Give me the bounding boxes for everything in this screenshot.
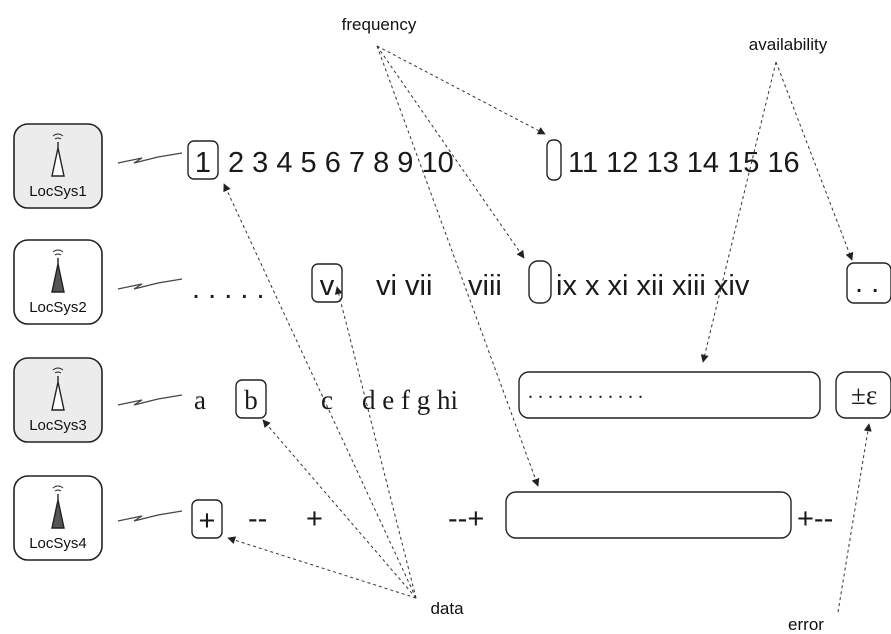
frequency-gap: [528, 260, 552, 304]
row3-defghi: d e f g hi: [362, 385, 458, 415]
data-arrow: [227, 536, 417, 599]
availability-arrow: [775, 61, 854, 261]
data-label: data: [430, 599, 464, 618]
data-highlight: [187, 140, 219, 180]
sequence-row-3: a b c d e f g hi . . . . . . . . . . . .…: [194, 371, 891, 419]
availability-arrows: [700, 61, 854, 363]
device-locsys1: LocSys1: [13, 123, 103, 209]
row2-vi-vii: vi vii: [376, 270, 432, 302]
row4-plus-dash: +--: [797, 503, 833, 535]
data-highlight: [311, 263, 343, 303]
antenna-icon: [51, 133, 65, 177]
device-locsys3: LocSys3: [13, 357, 103, 443]
sequence-row-4: + -- + --+ +--: [191, 491, 833, 539]
row4-dash: --: [248, 503, 267, 535]
device-label: LocSys1: [29, 183, 87, 200]
error-box: [835, 371, 891, 419]
frequency-label: frequency: [342, 15, 417, 34]
error-label: error: [788, 615, 824, 634]
antenna-icon: [51, 249, 65, 293]
device-label: LocSys4: [29, 535, 87, 552]
device-locsys2: LocSys2: [13, 239, 103, 325]
row2-viii: viii: [468, 270, 502, 302]
row3-c: c: [321, 385, 333, 415]
row2-dots: . . . . .: [192, 273, 265, 305]
frequency-arrow: [376, 45, 540, 487]
data-arrow: [223, 183, 417, 599]
frequency-arrow: [376, 45, 546, 135]
availability-arrow: [700, 61, 777, 363]
sequence-row-1: 1 2 3 4 5 6 7 8 9 10 11 12 13 14 15 16: [187, 139, 800, 181]
row1-middle: 2 3 4 5 6 7 8 9 10: [228, 147, 454, 179]
data-arrows: [223, 183, 417, 599]
availability-box: [846, 262, 891, 304]
signal-zigzag-icon: [117, 278, 183, 290]
frequency-arrow: [376, 45, 525, 259]
row4-plus-2: +: [306, 503, 323, 535]
row2-v: v: [320, 270, 335, 302]
device-locsys4: LocSys4: [13, 475, 103, 561]
availability-label: availability: [749, 35, 828, 54]
data-highlight: [191, 499, 223, 539]
error-arrows: [837, 423, 872, 613]
frequency-window: [505, 491, 792, 539]
row2-ix-xiv: ix x xi xii xiii xiv: [556, 270, 750, 302]
antenna-icon: [51, 367, 65, 411]
row2-trailing-dots: . .: [855, 267, 879, 299]
antenna-icon: [51, 485, 65, 529]
row3-available-dots: . . . . . . . . . . . .: [528, 381, 643, 403]
row3-epsilon: ±ε: [851, 380, 877, 410]
row3-b: b: [244, 385, 258, 415]
device-label: LocSys3: [29, 417, 87, 434]
frequency-gap: [546, 139, 562, 181]
signal-zigzag-icon: [117, 510, 183, 522]
row4-plus: +: [199, 505, 216, 537]
device-label: LocSys2: [29, 299, 87, 316]
signal-zigzag-icon: [117, 394, 183, 406]
row3-a: a: [194, 385, 206, 415]
data-highlight: [235, 379, 267, 419]
frequency-arrows: [376, 45, 546, 487]
sequence-row-2: . . . . . v vi vii viii ix x xi xii xiii…: [192, 260, 891, 305]
row1-end: 11 12 13 14 15 16: [568, 147, 800, 179]
row4-dash-plus: --+: [448, 503, 484, 535]
availability-window: [518, 371, 821, 419]
row1-first: 1: [195, 147, 211, 179]
error-arrow: [837, 423, 872, 613]
signal-zigzag-icon: [117, 152, 183, 164]
